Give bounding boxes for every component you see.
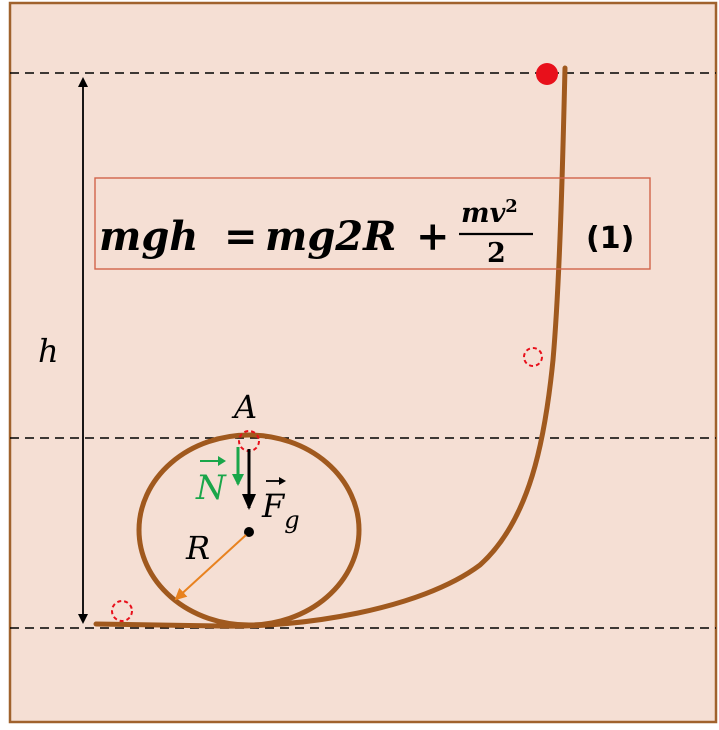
track-curve (93, 65, 568, 629)
equation-box (94, 177, 651, 270)
equation-denominator: 2 (487, 238, 506, 269)
normal-force-label: N (195, 456, 227, 508)
radius-arrow (174, 534, 247, 601)
energy-equation: mgh = mg2R + mv2 2 (99, 196, 533, 269)
gravity-force-subscript: g (284, 506, 299, 534)
ball (536, 63, 558, 85)
equation-lhs: mgh (99, 213, 198, 260)
equation-numerator: mv2 (461, 196, 518, 229)
ghost-ball-track (523, 347, 543, 367)
normal-force-symbol: N (195, 468, 227, 508)
ghost-ball-ground (111, 600, 133, 622)
height-label: h (38, 332, 59, 370)
equation-number: (1) (586, 221, 634, 256)
numerator-base: mv (461, 198, 506, 229)
loop-center (244, 527, 254, 537)
loop-circle (136, 432, 362, 628)
gravity-vector-arrowhead (279, 477, 286, 485)
point-a-label: A (231, 388, 257, 426)
normal-vector-arrowhead (218, 456, 226, 466)
gravity-force-label: Fg (261, 477, 300, 534)
gravity-force-letter: F (261, 487, 286, 525)
equation-equals: = (224, 213, 258, 260)
gravity-force-symbol: Fg (261, 487, 300, 534)
radius-label: R (185, 529, 210, 567)
equation-plus: + (416, 213, 450, 260)
equation-term1: mg2R (265, 213, 396, 260)
numerator-exponent: 2 (505, 196, 518, 217)
